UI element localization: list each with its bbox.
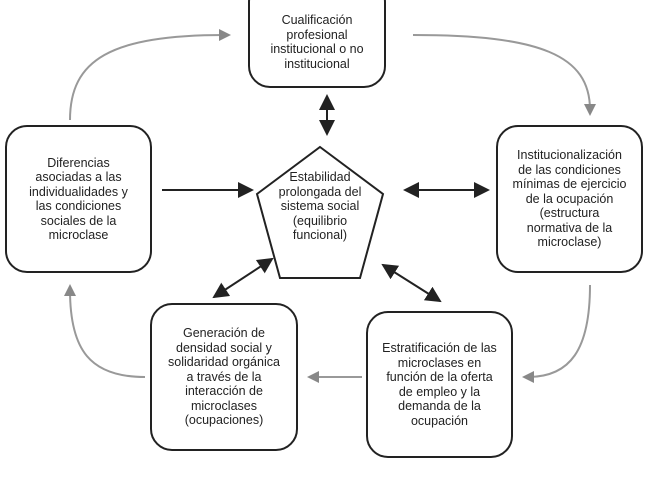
node-label: Estabilidad prolongada del sistema socia… <box>278 170 362 242</box>
node-label: Institucionalización de las condiciones … <box>512 148 627 250</box>
cycle-arrow-top-right <box>412 34 596 116</box>
cycle-arrow-bottomleft-left <box>64 284 146 378</box>
node-label: Generación de densidad social y solidari… <box>168 326 280 428</box>
node-label: Estratificación de las microclases en fu… <box>382 341 497 428</box>
node-label: Cualificación profesional institucional … <box>270 13 364 71</box>
node-stratification: Estratificación de las microclases en fu… <box>366 311 513 458</box>
cycle-arrow-right-bottomright <box>522 284 591 383</box>
node-differences: Diferencias asociadas a las individualid… <box>5 125 152 273</box>
arrow-center-bottomleft <box>212 257 274 299</box>
node-qualification: Cualificación profesional institucional … <box>248 0 386 88</box>
cycle-arrow-left-top <box>69 29 231 121</box>
center-node-text: Estabilidad prolongada del sistema socia… <box>262 170 378 243</box>
center-pentagon <box>255 145 385 279</box>
node-institutionalization: Institucionalización de las condiciones … <box>496 125 643 273</box>
arrow-center-bottomright <box>381 263 442 303</box>
node-label: Diferencias asociadas a las individualid… <box>29 155 128 243</box>
node-social-density: Generación de densidad social y solidari… <box>150 303 298 451</box>
